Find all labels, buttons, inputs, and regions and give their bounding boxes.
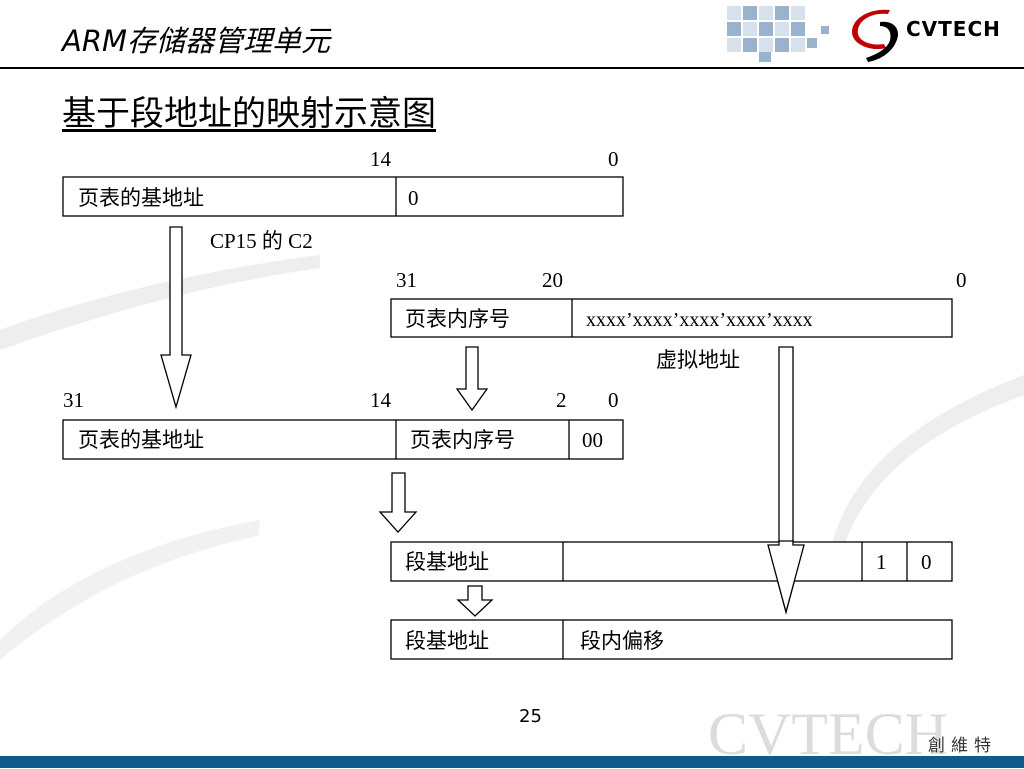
- va-bit-20: 20: [542, 268, 563, 292]
- entry-bit-14: 14: [370, 388, 392, 412]
- c2-base-field: 页表的基地址: [78, 186, 204, 210]
- physical-offset-field: 段内偏移: [580, 629, 664, 653]
- entry-bit-2: 2: [556, 388, 567, 412]
- header-title: ARM存储器管理单元: [62, 24, 331, 58]
- c2-zero-field: 0: [408, 186, 419, 210]
- footer-company-name: 創維特: [928, 736, 997, 756]
- virtual-address-label: 虚拟地址: [656, 348, 740, 372]
- entry-index-field: 页表内序号: [410, 428, 515, 452]
- checker-decoration: [727, 6, 829, 62]
- arrow-entry-to-descriptor: [378, 472, 418, 533]
- descriptor-base-field: 段基地址: [405, 550, 489, 574]
- descriptor-bit-0: 0: [921, 550, 932, 574]
- va-bit-0: 0: [956, 268, 967, 292]
- page-number: 25: [519, 706, 542, 727]
- cvtech-logo-icon: [852, 9, 899, 62]
- va-rest-field: xxxx’xxxx’xxxx’xxxx’xxxx: [586, 309, 813, 331]
- cp15-c2-label: CP15 的 C2: [210, 229, 313, 253]
- logo-wordmark: CVTECH: [906, 17, 1001, 41]
- c2-bit-14: 14: [370, 147, 392, 171]
- va-bit-31: 31: [396, 268, 417, 292]
- virtual-address-box: [390, 298, 953, 338]
- entry-address-box: [62, 419, 624, 460]
- slide-title: 基于段地址的映射示意图: [62, 94, 436, 134]
- arrow-descriptor-to-physical: [456, 585, 494, 617]
- footer-bar: [0, 756, 1024, 768]
- physical-base-field: 段基地址: [405, 629, 489, 653]
- c2-bit-0: 0: [608, 147, 619, 171]
- arrow-c2-to-entry: [160, 226, 192, 410]
- entry-bit-0: 0: [608, 388, 619, 412]
- descriptor-bit-1: 1: [876, 550, 887, 574]
- va-index-field: 页表内序号: [405, 307, 510, 331]
- physical-address-box: [390, 619, 953, 660]
- entry-low-field: 00: [582, 428, 603, 452]
- header-divider: [0, 67, 1024, 69]
- c2-register-box: [62, 176, 624, 217]
- arrow-index-to-entry: [455, 346, 489, 412]
- entry-bit-31: 31: [63, 388, 84, 412]
- entry-base-field: 页表的基地址: [78, 428, 204, 452]
- arrow-offset-overlay: [767, 540, 805, 615]
- section-descriptor-box: [390, 541, 953, 582]
- section-mapping-diagram: 14 0 页表的基地址 0 CP15 的 C2 31 20 0 页表内序号 xx…: [62, 147, 967, 660]
